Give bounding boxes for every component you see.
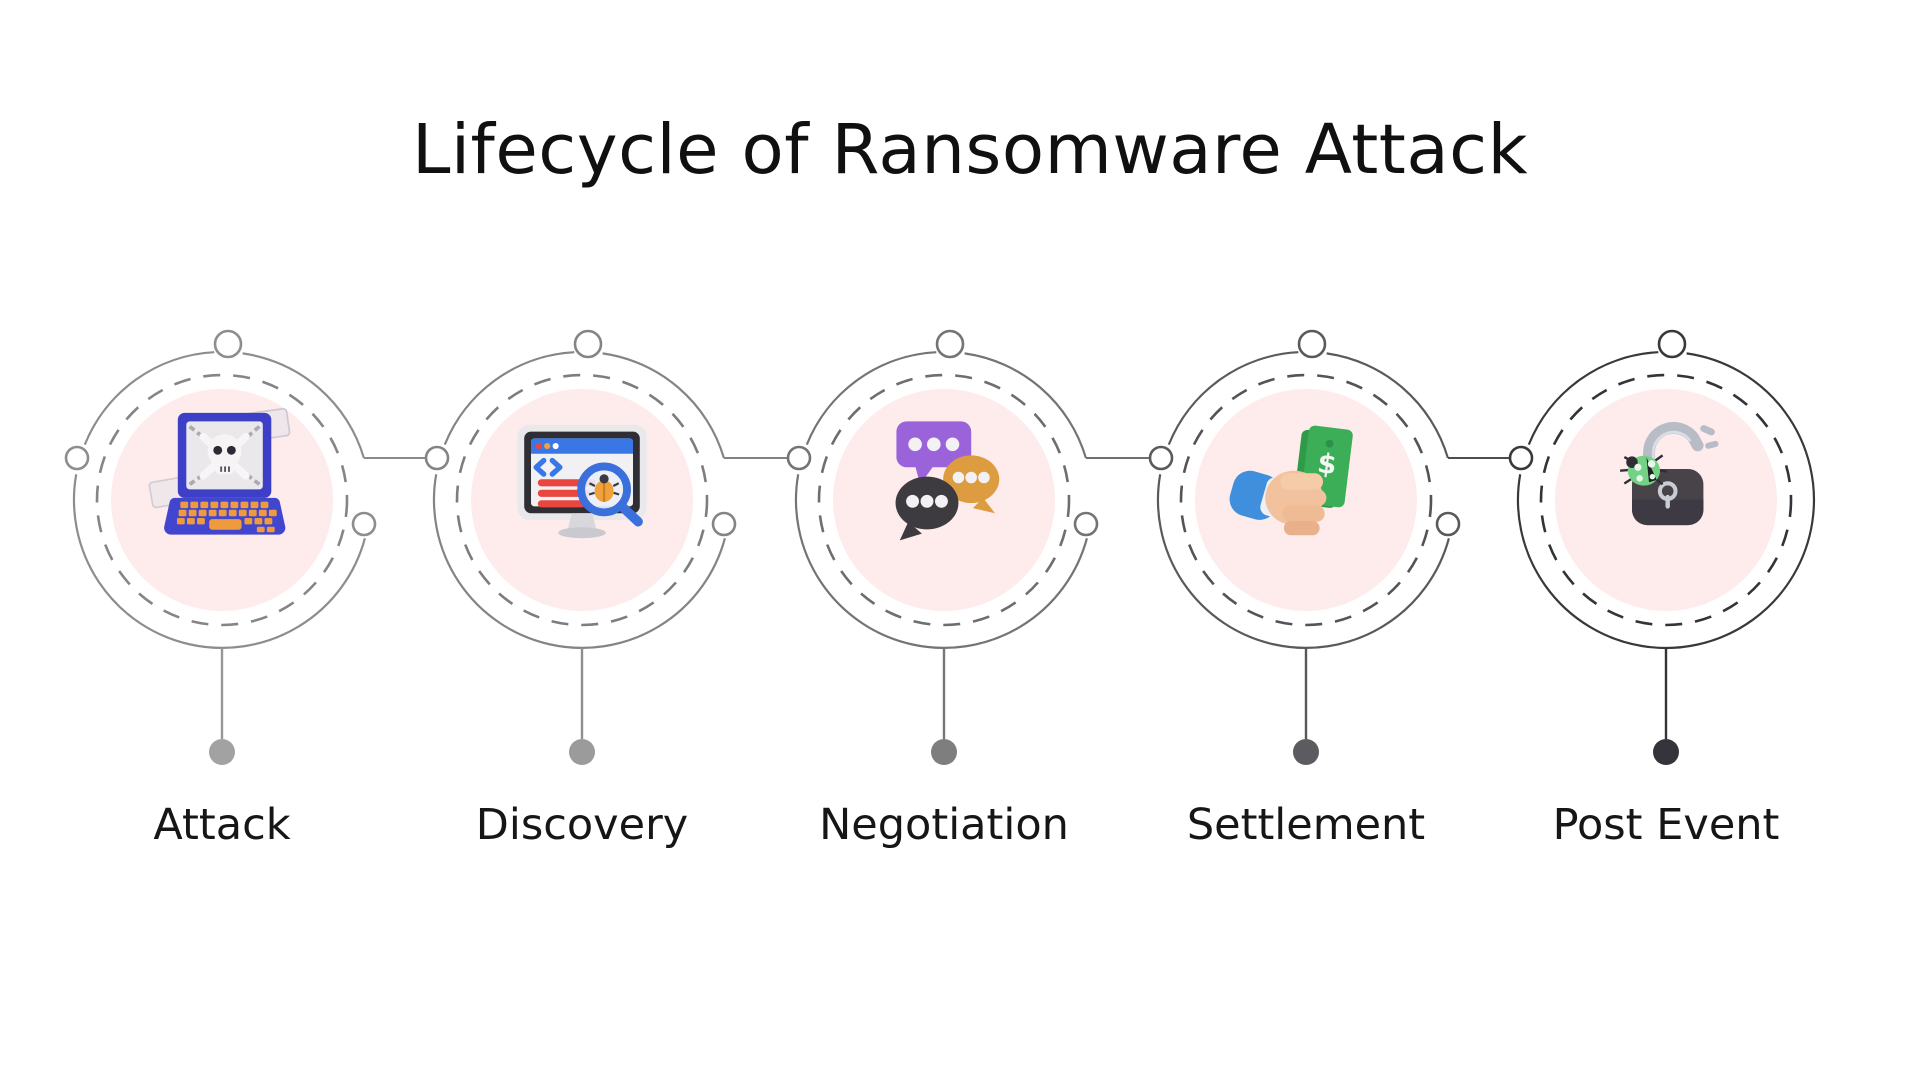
stage-label: Attack xyxy=(153,800,291,850)
stage-node-top xyxy=(213,329,243,359)
stage-dot xyxy=(569,739,595,765)
stage-dot xyxy=(1293,739,1319,765)
stage-outer-ring xyxy=(1156,351,1450,649)
stage-dot xyxy=(209,739,235,765)
lifecycle-stage-post-event: Post Event xyxy=(1461,270,1871,890)
stage-node-left xyxy=(64,445,90,471)
stage-node-left xyxy=(1508,445,1534,471)
stage-outer-ring xyxy=(1516,351,1816,650)
stage-dot xyxy=(931,739,957,765)
stage-graphic xyxy=(786,329,1150,765)
page-title: Lifecycle of Ransomware Attack xyxy=(411,110,1529,190)
stage-node-right xyxy=(351,511,377,537)
stage-node-top xyxy=(935,329,965,359)
stage-label: Post Event xyxy=(1552,800,1780,850)
stage-label: Discovery xyxy=(475,800,689,850)
stage-node-top xyxy=(1297,329,1327,359)
lifecycle-stage-settlement: Settlement xyxy=(1101,270,1512,890)
stage-node-right xyxy=(1073,511,1099,537)
stage-node-left xyxy=(786,445,812,471)
stage-dashed-ring xyxy=(1539,373,1793,627)
stage-node-top xyxy=(573,329,603,359)
stage-node-top xyxy=(1657,329,1687,359)
lifecycle-stage-negotiation: Negotiation xyxy=(739,270,1150,890)
stage-label: Negotiation xyxy=(819,800,1069,850)
stage-dashed-ring xyxy=(455,373,709,627)
stage-graphic xyxy=(424,329,788,765)
stage-node-right xyxy=(1435,511,1461,537)
stage-node-right xyxy=(711,511,737,537)
stage-label: Settlement xyxy=(1186,800,1426,850)
stage-dashed-ring xyxy=(817,373,1071,627)
stage-outer-ring xyxy=(794,351,1088,649)
stage-graphic xyxy=(1148,329,1512,765)
stage-outer-ring xyxy=(72,351,366,649)
stage-node-left xyxy=(1148,445,1174,471)
stage-outer-ring xyxy=(432,351,726,649)
stage-dashed-ring xyxy=(95,373,349,627)
stage-graphic xyxy=(1508,329,1816,765)
lifecycle-stage-discovery: Discovery xyxy=(377,270,788,890)
stage-graphic xyxy=(64,329,428,765)
stage-node-left xyxy=(424,445,450,471)
stage-dashed-ring xyxy=(1179,373,1433,627)
lifecycle-stage-attack: Attack xyxy=(17,270,428,890)
stage-dot xyxy=(1653,739,1679,765)
